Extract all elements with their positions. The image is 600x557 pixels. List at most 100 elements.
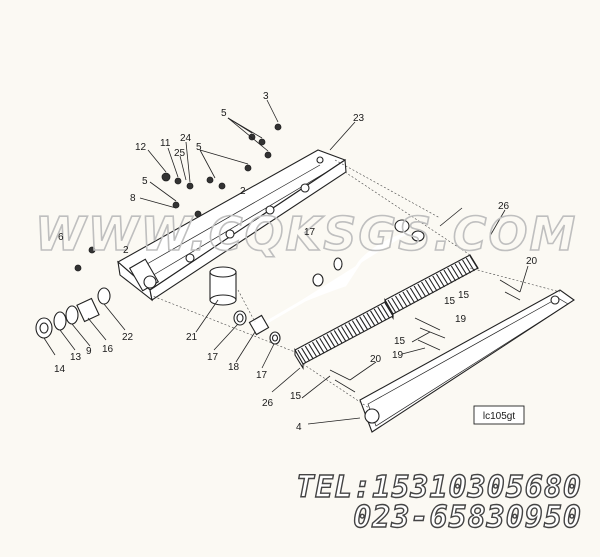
cooler-fin (380, 304, 390, 319)
cooler-fin (319, 337, 329, 352)
assembly-lines (149, 159, 561, 411)
callout: 5 (221, 108, 227, 119)
callout: 15 (394, 336, 406, 347)
callout: 13 (70, 352, 82, 363)
cooler-fin (312, 341, 321, 356)
cooler-housing (117, 149, 347, 302)
cooler-fin (304, 345, 314, 360)
cooler-fin (341, 326, 350, 340)
end-plug-stack (35, 287, 111, 339)
watermark-text: WWW.CQKSGS.COM (35, 207, 577, 261)
contact-tel2: 023-65830950 (353, 499, 582, 535)
bolts (329, 279, 521, 393)
cooler-fin (465, 257, 475, 272)
cooler-fin (421, 281, 431, 296)
cooler-fin (359, 316, 369, 330)
cooler-fin (406, 289, 416, 304)
cooler-fin (394, 295, 404, 310)
cooler-fin (432, 275, 442, 290)
callout: 6 (58, 232, 64, 243)
cooler-fin (450, 265, 460, 280)
cooler-fin (297, 349, 307, 364)
callout: 17 (256, 370, 268, 381)
cooler-fin (344, 324, 354, 338)
callout: 15 (444, 296, 456, 307)
cooler-fin (447, 267, 457, 282)
callout: 19 (455, 314, 467, 325)
callout: 24 (180, 133, 192, 144)
cooler-fin (409, 287, 419, 302)
cooler-fin (443, 269, 453, 284)
callout: 18 (228, 362, 240, 373)
cooler-fin (301, 347, 311, 362)
cooler-fin (348, 322, 358, 336)
cooler-fin (373, 308, 383, 323)
callout: 3 (263, 91, 269, 102)
callout: 14 (54, 364, 66, 375)
callout: 26 (498, 201, 510, 212)
cooler-fin (439, 271, 449, 286)
cooler-core-lower (294, 301, 394, 370)
cooler-fin (315, 339, 325, 354)
callout: 20 (526, 256, 538, 267)
cooler-fin (462, 259, 472, 274)
leader-lines (43, 99, 529, 425)
tube-assembly (248, 219, 425, 336)
callout: 5 (142, 176, 148, 187)
callout: 23 (353, 113, 365, 124)
cooler-fin (435, 273, 445, 288)
cooler-fin (337, 328, 347, 342)
cooler-fin (417, 283, 427, 298)
cooler-core-upper (384, 254, 479, 320)
cooler-fin (398, 293, 408, 308)
callout: 2 (240, 186, 246, 197)
callout: 15 (290, 391, 302, 402)
cooler-fin (330, 332, 340, 346)
cooler-fin (333, 330, 343, 344)
cooler-gasket (359, 289, 575, 433)
cooler-fin (428, 277, 438, 292)
cooler-fin (326, 334, 336, 348)
callout: 12 (135, 142, 147, 153)
fittings-top (74, 123, 282, 272)
callout-numbers: 3 5 23 12 11 24 25 5 5 2 8 17 26 20 15 1… (54, 91, 538, 433)
callout: 16 (102, 344, 114, 355)
cooler-fin (387, 299, 397, 314)
cooler-fin (377, 306, 387, 321)
reference-code: lc105gt (483, 411, 515, 422)
callout: 20 (370, 354, 382, 365)
reference-code-box: lc105gt (473, 405, 525, 425)
cooler-fin (384, 302, 394, 317)
callout: 26 (262, 398, 274, 409)
seal-rings (233, 257, 343, 345)
contact-tel: TEL:15310305680 (295, 469, 582, 505)
callout: 19 (392, 350, 404, 361)
callout: 8 (130, 193, 136, 204)
callout: 22 (122, 332, 134, 343)
cooler-fin (413, 285, 423, 300)
cooler-fin (366, 312, 376, 327)
cooler-fin (362, 314, 372, 329)
cooler-fin (391, 297, 401, 312)
callout: 17 (304, 227, 316, 238)
callout: 25 (174, 148, 186, 159)
callout: 21 (186, 332, 198, 343)
cooler-fin (308, 343, 318, 358)
cooler-fin (424, 279, 434, 294)
cooler-fin (355, 318, 365, 332)
cooler-fin (370, 310, 379, 325)
callout: 11 (160, 138, 171, 149)
cooler-fin (402, 291, 412, 306)
cooler-fin (322, 336, 332, 350)
callout: 17 (207, 352, 219, 363)
cooler-fin (458, 261, 468, 276)
filter-element (209, 266, 237, 306)
callout: 9 (86, 346, 92, 357)
callout: 2 (123, 245, 129, 256)
cooler-fin (454, 263, 464, 278)
callout: 4 (296, 422, 302, 433)
callout: 15 (458, 290, 470, 301)
cooler-fin (351, 320, 361, 334)
